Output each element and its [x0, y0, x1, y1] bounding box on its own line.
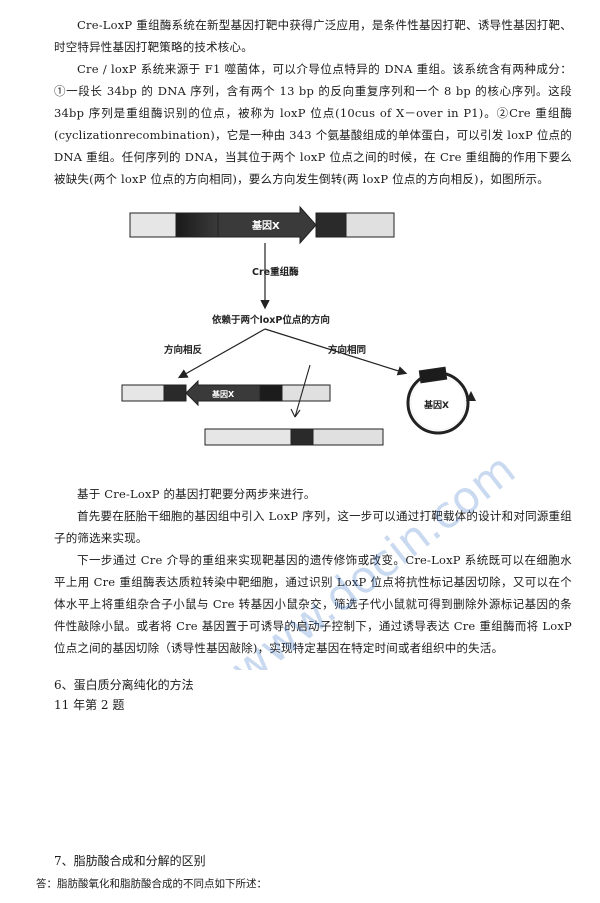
deletion-arrow-head	[290, 408, 301, 418]
paragraph-intro: Cre-LoxP 重组酶系统在新型基因打靶中获得广泛应用，是条件性基因打靶、诱导…	[54, 18, 572, 54]
same-arrow	[264, 328, 408, 376]
section-7-heading: 7、脂肪酸合成和分解的区别	[54, 854, 206, 868]
cre-recombinase-label: Cre重组酶	[252, 266, 299, 278]
gene-x-label-top: 基因X	[251, 219, 280, 232]
cre-loxp-recombination-figure: 基因X Cre重组酶 依赖于两个loxP位点的方向 方向相反 方向相同 基因X	[121, 205, 476, 446]
paragraph-step-two: 下一步通过 Cre 介导的重组来实现靶基因的遗传修饰或改变。Cre-LoxP 系…	[54, 553, 572, 655]
inverted-dna-construct: 基因X	[121, 379, 331, 407]
opposite-arrow	[177, 328, 266, 379]
deletion-product	[204, 428, 384, 446]
depends-on-loxp-label: 依赖于两个loxP位点的方向	[212, 314, 330, 326]
section-6-subheading: 11 年第 2 题	[54, 698, 125, 712]
top-dna-construct: 基因X	[129, 205, 395, 245]
section-6-heading: 6、蛋白质分离纯化的方法	[54, 678, 194, 692]
same-direction-label: 方向相同	[328, 344, 366, 356]
section-7-answer: 答：脂肪酸氧化和脂肪酸合成的不同点如下所述：	[36, 878, 267, 890]
paragraph-two-steps: 基于 Cre-LoxP 的基因打靶要分两步来进行。	[77, 487, 316, 501]
gene-x-label-circle: 基因X	[423, 399, 449, 411]
deletion-line	[294, 364, 311, 418]
paragraph-cre-loxp-system: Cre / loxP 系统来源于 F1 噬菌体，可以介导位点特异的 DNA 重组…	[54, 62, 572, 186]
gene-x-label-inverted: 基因X	[211, 389, 235, 399]
paragraph-step-one: 首先要在胚胎干细胞的基因组中引入 LoxP 序列，这一步可以通过打靶载体的设计和…	[54, 509, 572, 545]
opposite-direction-label: 方向相反	[164, 344, 203, 356]
circular-gene-product: 基因X	[406, 366, 476, 435]
